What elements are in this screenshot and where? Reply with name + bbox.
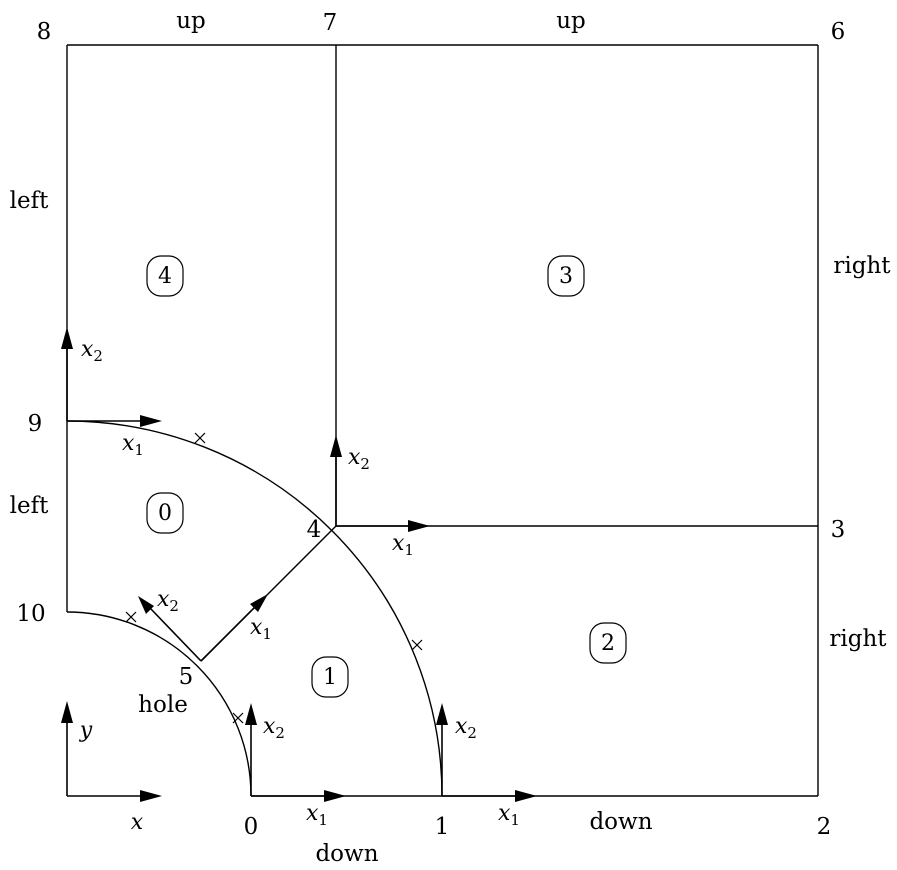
inner-arc-hole <box>66 611 252 797</box>
block1-x1-diag-arrowhead <box>250 594 268 612</box>
outer-arc <box>66 420 443 797</box>
vertex-label-7: 7 <box>323 10 338 36</box>
boundary-labels: up up left left right right down down ho… <box>10 8 892 867</box>
block3-x2-arrowhead <box>330 435 342 457</box>
x1-label-block1: x1 <box>306 801 328 829</box>
block2-x2-arrowhead <box>436 703 448 725</box>
x2-label-block3: x2 <box>348 445 370 473</box>
block0-x2-diag-arrow <box>149 607 202 662</box>
block4-x2-arrowhead <box>61 327 73 349</box>
x1-label-block0: x1 <box>122 431 144 459</box>
svg-text:1: 1 <box>323 665 337 690</box>
vertex-label-5: 5 <box>179 664 194 690</box>
vertex-label-1: 1 <box>435 814 450 840</box>
block1-x1-diag-arrow <box>200 605 257 662</box>
vertex-label-3: 3 <box>831 517 846 543</box>
x1-label-block3: x1 <box>392 531 414 559</box>
local-axis-arrows <box>61 327 537 802</box>
vertex-label-6: 6 <box>831 19 846 45</box>
block-badge-2: 2 <box>589 622 627 664</box>
vertex-label-4: 4 <box>307 517 322 543</box>
block-badge-4: 4 <box>146 255 184 297</box>
vertex-label-2: 2 <box>817 814 832 840</box>
x1-label-block2: x1 <box>498 801 520 829</box>
cross-mark <box>411 639 423 651</box>
block-badge-3: 3 <box>547 255 585 297</box>
axis-labels: x y x1 x1 x1 x1 x1 x2 x2 x2 x2 x2 <box>79 337 520 835</box>
block-badge-0: 0 <box>146 492 184 534</box>
svg-text:2: 2 <box>601 631 615 656</box>
svg-text:3: 3 <box>559 264 573 289</box>
block0-x2-diag-arrowhead <box>138 596 154 614</box>
block2-x1-arrowhead <box>515 790 537 802</box>
arc-midpoint-marks <box>125 432 423 724</box>
boundary-right-upper: right <box>833 253 891 279</box>
boundary-up-left: up <box>176 8 206 34</box>
cross-mark <box>125 611 137 623</box>
block0-x1-arrowhead <box>140 415 162 427</box>
vertex-label-8: 8 <box>37 19 52 45</box>
svg-text:4: 4 <box>158 264 172 289</box>
global-y-arrowhead <box>61 701 73 723</box>
global-y-label: y <box>79 718 93 743</box>
boundary-hole: hole <box>138 692 188 718</box>
cross-mark <box>232 712 244 724</box>
block-badges: 0 1 2 3 4 <box>146 255 627 698</box>
boundary-down-left: down <box>315 841 378 867</box>
x2-label-block2: x2 <box>455 714 477 742</box>
global-x-arrowhead <box>140 790 162 802</box>
global-x-label: x <box>131 810 144 835</box>
x1-label-diag: x1 <box>250 615 272 643</box>
boundary-up-right: up <box>556 8 586 34</box>
boundary-down-right: down <box>589 809 652 835</box>
vertex-labels: 0 1 2 3 4 5 6 7 8 9 10 <box>16 10 845 840</box>
boundary-left-upper: left <box>10 188 49 214</box>
x2-label-block4: x2 <box>81 337 103 365</box>
x2-label-block1: x2 <box>263 714 285 742</box>
svg-text:0: 0 <box>158 501 172 526</box>
block-badge-1: 1 <box>311 656 349 698</box>
vertex-label-0: 0 <box>244 814 259 840</box>
vertex-label-9: 9 <box>28 411 43 437</box>
block1-x2-arrowhead <box>245 703 257 725</box>
boundary-right-lower: right <box>829 626 887 652</box>
vertex-label-10: 10 <box>16 601 45 627</box>
boundary-left-lower: left <box>10 493 49 519</box>
x2-label-diag: x2 <box>157 587 179 615</box>
cross-mark <box>194 432 206 444</box>
block3-x1-arrowhead <box>408 520 430 532</box>
block1-x1-arrowhead <box>324 790 346 802</box>
